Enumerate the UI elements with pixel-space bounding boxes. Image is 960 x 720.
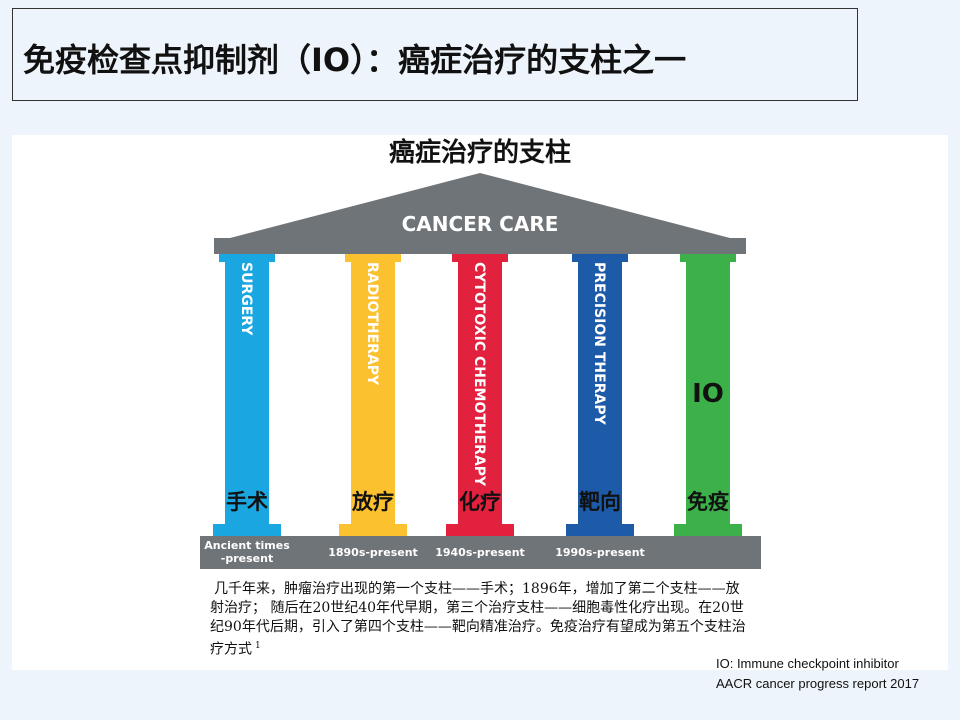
description-paragraph: 几千年来，肿瘤治疗出现的第一个支柱——手术；1896年，增加了第二个支柱——放射… [210, 580, 750, 660]
pillar-cn-label: 化疗 [459, 490, 501, 514]
figure-title: 癌症治疗的支柱 [388, 138, 571, 168]
description-footnote: 1 [255, 641, 261, 651]
pillar-capital [345, 254, 401, 262]
roof-label: CANCER CARE [402, 212, 559, 236]
pillar-capital [680, 254, 736, 262]
pillar-foot [566, 524, 634, 536]
pillar-shaft [351, 262, 395, 524]
reference-source: AACR cancer progress report 2017 [716, 676, 920, 691]
pillar-era-label: -present [221, 552, 273, 565]
pillar-shaft [458, 262, 502, 524]
pillar-cn-label: 手术 [226, 490, 268, 514]
slide-title: 免疫检查点抑制剂（IO）：癌症治疗的支柱之一 [23, 41, 687, 79]
pillar-foot [446, 524, 514, 536]
pillar-era-label: 1890s-present [328, 546, 418, 559]
pillar-foot [674, 524, 742, 536]
roof-beam [214, 238, 746, 254]
pillar-base [200, 536, 761, 569]
slide-title-box: 免疫检查点抑制剂（IO）：癌症治疗的支柱之一 [12, 8, 858, 101]
pillar-name-label: RADIOTHERAPY [364, 262, 380, 386]
pillar-shaft [225, 262, 269, 524]
pillar-name-label: SURGERY [238, 262, 254, 336]
pillar-capital [572, 254, 628, 262]
pillar-cn-label: 免疫 [687, 490, 729, 514]
roof-pediment [230, 173, 730, 238]
pillar-capital [219, 254, 275, 262]
description-text: 几千年来，肿瘤治疗出现的第一个支柱——手术；1896年，增加了第二个支柱——放射… [210, 581, 746, 658]
reference-io-definition: IO: Immune checkpoint inhibitor [716, 656, 899, 671]
pillar-capital [452, 254, 508, 262]
pillar-era-label: 1990s-present [555, 546, 645, 559]
pillar-era-label: 1940s-present [435, 546, 525, 559]
pillar-cn-label: 靶向 [579, 490, 621, 514]
pillar-overlay-label: IO [692, 379, 724, 409]
pillar-name-label: PRECISION THERAPY [591, 262, 607, 426]
pillar-foot [339, 524, 407, 536]
pillar-cn-label: 放疗 [351, 490, 394, 514]
references: IO: Immune checkpoint inhibitor AACR can… [716, 654, 919, 694]
pillar-shaft [578, 262, 622, 524]
pillar-shaft [686, 262, 730, 524]
pillar-era-label: Ancient times [204, 539, 290, 552]
pillar-name-label: CYTOTOXIC CHEMOTHERAPY [471, 262, 487, 487]
pillar-foot [213, 524, 281, 536]
